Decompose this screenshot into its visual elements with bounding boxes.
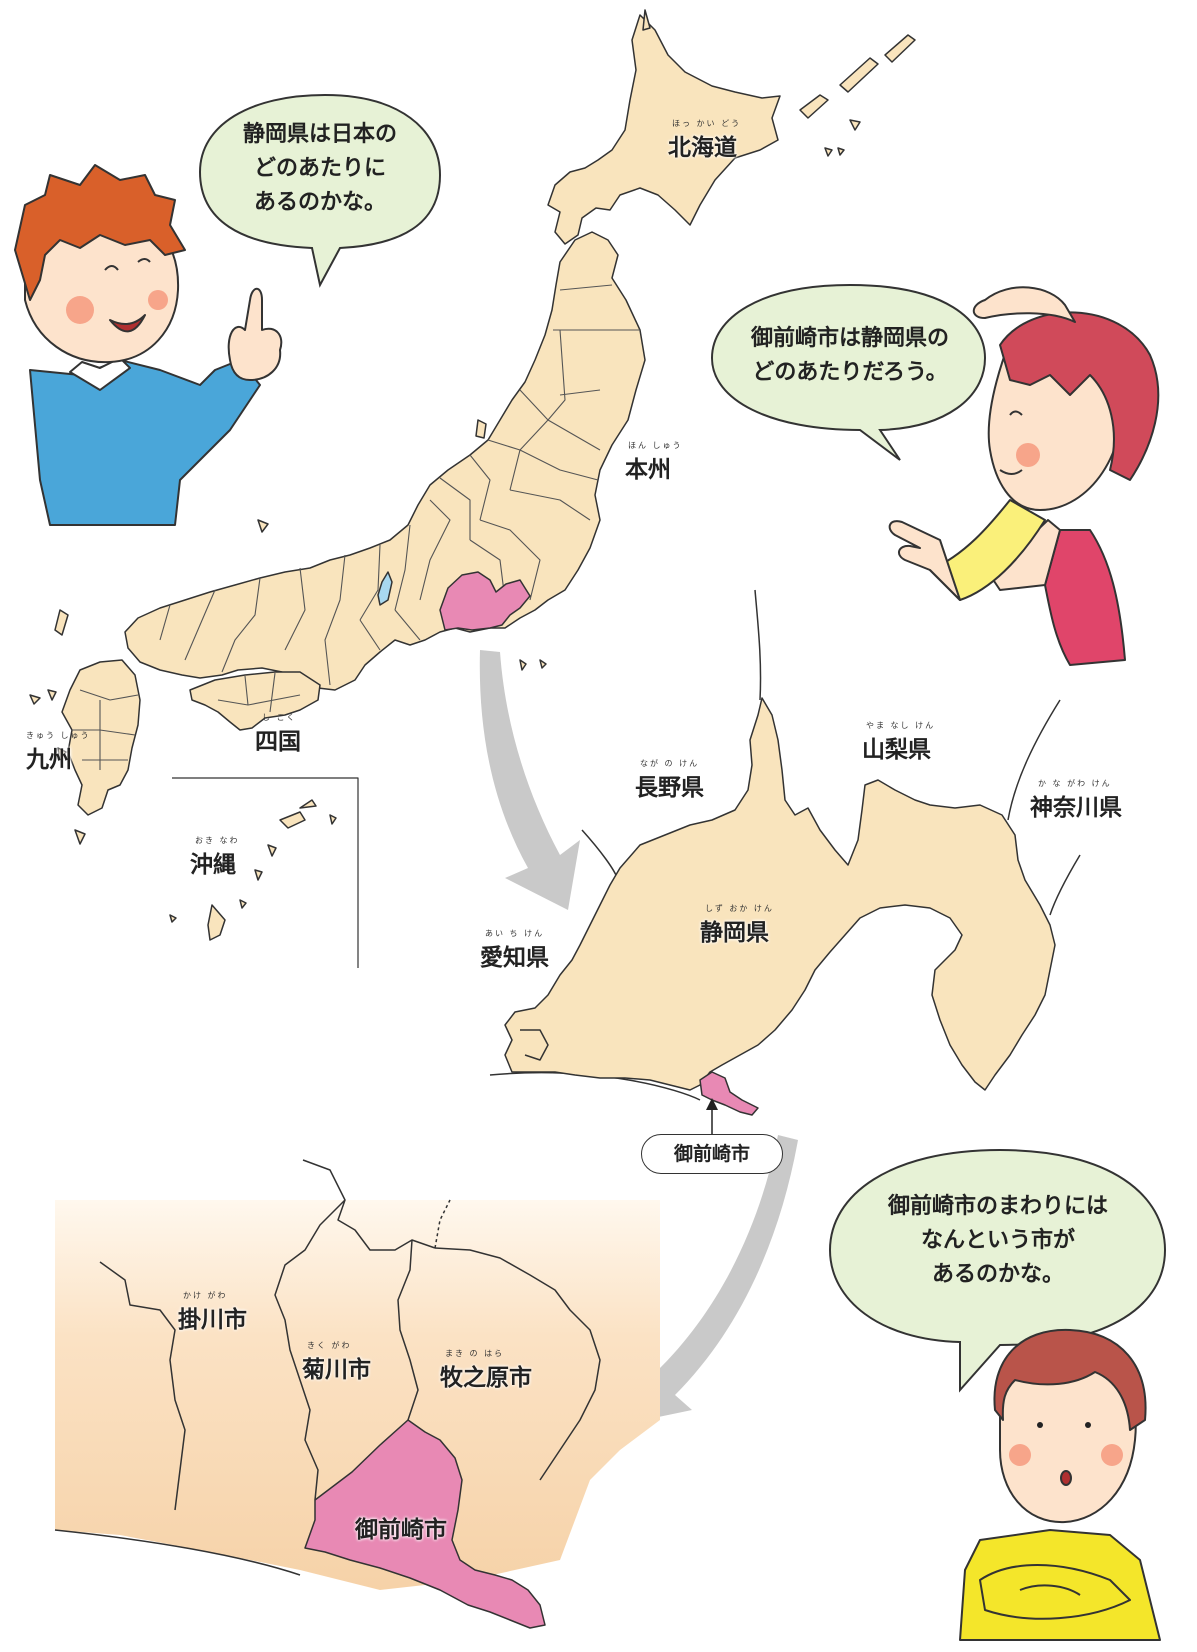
boy2-speech-line: 御前崎市のまわりには	[887, 1194, 1108, 1219]
girl-hair	[999, 311, 1160, 481]
boy1-speech-line: あるのかな。	[253, 190, 386, 215]
shizuoka-ruby: しず おか けん	[705, 904, 774, 913]
boy2-speech: 御前崎市のまわりには なんという市が あるのかな。	[848, 1190, 1148, 1292]
aichi-ruby: あい ち けん	[485, 929, 545, 938]
arrow-japan-to-shizuoka	[479, 650, 580, 910]
boy2-hair	[993, 1328, 1147, 1431]
girl-character	[888, 286, 1160, 666]
shizuoka-map	[489, 589, 1081, 1134]
kakegawa-ruby: かけ がわ	[183, 1291, 228, 1300]
girl-speech: 御前崎市は静岡県の どのあたりだろう。	[725, 322, 975, 390]
boy1-character	[14, 164, 283, 526]
boy2-character	[959, 1328, 1161, 1641]
girl-speech-line: 御前崎市は静岡県の	[750, 326, 949, 351]
hokkaido-shape	[547, 14, 781, 245]
hokkaido-ruby: ほっ かい どう	[672, 119, 742, 128]
honshu-ruby: ほん しゅう	[628, 441, 683, 450]
kyushu-shape	[61, 659, 141, 816]
boy1-bubble	[198, 93, 442, 288]
girl-top	[1044, 529, 1126, 666]
kikugawa-ruby: きく がわ	[307, 1341, 352, 1350]
yamanashi-ruby: やま なし けん	[866, 721, 936, 730]
omaezaki-local-label: 御前崎市	[355, 1517, 447, 1543]
omaezaki-shizuoka-highlight	[699, 1071, 759, 1116]
kyushu-ruby: きゅう しゅう	[26, 731, 91, 740]
boy1-speech-line: 静岡県は日本の	[242, 122, 397, 147]
yamanashi-label: 山梨県	[862, 737, 931, 763]
shizuoka-label: 静岡県	[700, 920, 769, 946]
omaezaki-callout-box: 御前崎市	[641, 1134, 783, 1174]
local-map	[54, 1159, 660, 1629]
boy1-hair	[14, 164, 186, 301]
girl-speech-line: どのあたりだろう。	[752, 360, 948, 385]
nagano-ruby: なが の けん	[640, 759, 700, 768]
japan-map	[29, 9, 916, 968]
kakegawa-label: 掛川市	[178, 1307, 247, 1333]
shikoku-label: 四国	[255, 729, 301, 755]
girl-bubble	[710, 283, 987, 461]
boy1-shirt	[29, 359, 261, 526]
lake-biwa	[377, 571, 393, 606]
boy1-speech: 静岡県は日本の どのあたりに あるのかな。	[215, 118, 425, 220]
shizuoka-japan-highlight	[439, 571, 531, 631]
nagano-label: 長野県	[635, 775, 704, 801]
boy2-speech-line: あるのかな。	[931, 1262, 1064, 1287]
okinawa-label: 沖縄	[190, 852, 236, 878]
aichi-label: 愛知県	[480, 945, 549, 971]
honshu-label: 本州	[625, 457, 671, 483]
omaezaki-city-shape	[304, 1419, 546, 1629]
kyushu-label: 九州	[26, 747, 72, 773]
makinohara-label: 牧之原市	[440, 1365, 532, 1391]
local-region-background	[55, 1200, 660, 1590]
honshu-shape	[124, 231, 646, 691]
kanagawa-ruby: か な がわ けん	[1038, 779, 1112, 788]
boy1-hand	[227, 287, 283, 381]
shikoku-ruby: し こく	[262, 713, 297, 722]
makinohara-ruby: まき の はら	[445, 1349, 505, 1358]
okinawa-ruby: おき なわ	[195, 836, 240, 845]
boy2-speech-line: なんという市が	[920, 1228, 1075, 1253]
kikugawa-label: 菊川市	[302, 1357, 371, 1383]
shikoku-shape	[189, 671, 321, 731]
shizuoka-prefecture-shape	[504, 697, 1056, 1091]
boy1-speech-line: どのあたりに	[253, 156, 386, 181]
hokkaido-label: 北海道	[668, 135, 737, 161]
speech-bubbles	[198, 93, 1167, 1393]
kanagawa-label: 神奈川県	[1030, 795, 1122, 821]
